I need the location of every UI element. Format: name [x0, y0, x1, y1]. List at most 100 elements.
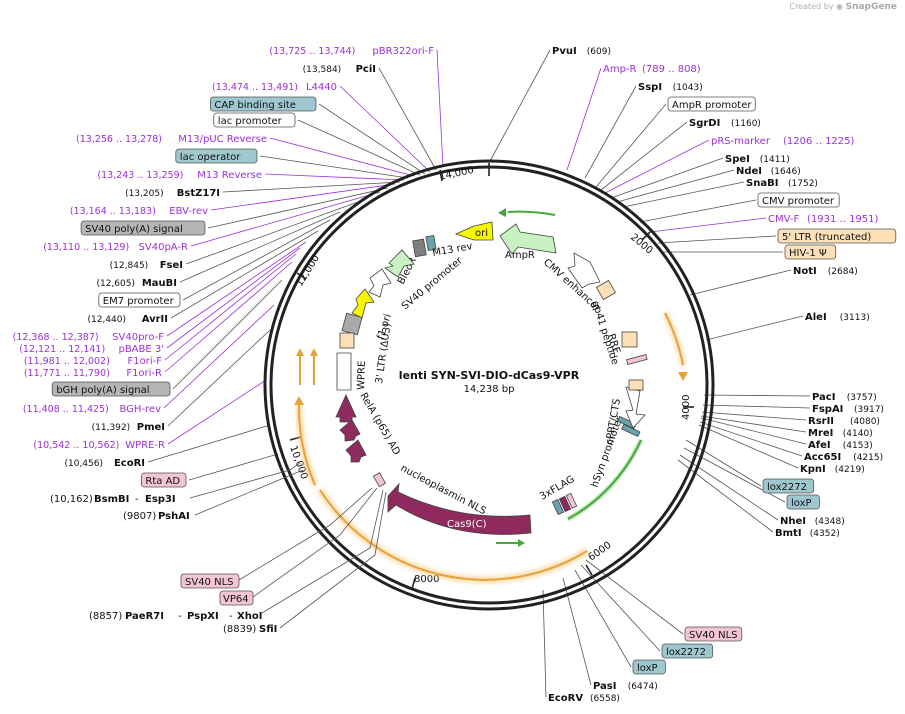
left-label-f1ori-r-19: F1ori-R (11,771 .. 11,790): [24, 368, 162, 379]
label-position: (13,243 .. 13,259): [97, 170, 183, 181]
rela-label: RelA (p65) AD: [357, 391, 402, 457]
plasmid-name: lenti SYN-SVI-DIO-dCas9-VPR: [399, 369, 580, 382]
label-position: (1411): [760, 155, 790, 165]
tick-4000-label: 4000: [681, 395, 692, 420]
flag-maroon-box: [558, 495, 572, 513]
leader-line: [167, 379, 267, 445]
leader-line: [167, 329, 271, 427]
label-position: (12,368 .. 12,387): [13, 332, 99, 343]
label-name: NheI: [780, 516, 806, 527]
leader-line: [182, 219, 331, 301]
leader-line: [179, 211, 341, 283]
vp64-box: [219, 590, 254, 606]
left-label-m13-reverse-7: M13 Reverse (13,243 .. 13,259): [97, 170, 262, 181]
label-name: F1ori-R: [126, 368, 162, 379]
right-label-cmv-f-10: CMV-F(1931 .. 1951): [768, 214, 879, 225]
left-label-lac-operator-6: lac operator: [175, 148, 258, 164]
label-name: KpnI: [800, 464, 826, 475]
label-position: (13,474 .. 13,491): [212, 82, 298, 93]
label-name: MauBI: [142, 278, 177, 289]
wpre-label: WPRE: [356, 361, 368, 391]
left-label-ebv-rev-9: EBV-rev(13,164 .. 13,183): [70, 206, 208, 217]
label-position: (4153): [843, 441, 873, 451]
right-label-5-ltr-truncated-11: 5' LTR (truncated): [777, 228, 897, 244]
cmv-white-arrow: [567, 252, 601, 289]
leader-line: [657, 235, 777, 244]
orange-small-arrowhead-2: [310, 348, 318, 356]
label-position: (12,605): [96, 279, 135, 289]
snapgene-credit: Created by ◉ SnapGene: [789, 2, 897, 12]
leader-line: [705, 315, 804, 341]
leader-line: [166, 241, 307, 337]
label-text: Rta AD: [145, 476, 180, 487]
left-label-bgh-rev-21: BGH-rev(11,408 .. 11,425): [23, 404, 161, 415]
label-position: (3757): [847, 393, 877, 403]
rta-pink-box: [372, 472, 387, 488]
label-position: (11,392): [92, 423, 131, 433]
label-text: lox2272: [767, 482, 807, 493]
label-position: (11,408 .. 11,425): [23, 404, 109, 415]
label-position: (12,121 .. 12,141): [19, 344, 105, 355]
label-box: [661, 643, 714, 659]
label-name: pRS-marker: [711, 136, 771, 147]
coordinate-ticks: [289, 163, 694, 590]
right-label-lox2272-27: lox2272: [661, 643, 714, 659]
sfii-name: SfiI: [259, 624, 277, 635]
leader-line: [188, 453, 279, 481]
right-label-ampr-promoter-3: AmpR promoter: [667, 96, 756, 112]
label-position: (1206 .. 1225): [783, 136, 855, 147]
label-position: (789 .. 808): [642, 64, 701, 75]
esp3i-name: Esp3I: [145, 494, 176, 505]
hsyn-white-arrow: [625, 386, 646, 429]
right-label-fspai-16: FspAI(3917): [812, 404, 884, 415]
right-label-amp-r-1: Amp-R(789 .. 808): [603, 64, 701, 75]
label-name: SpeI: [725, 154, 750, 165]
leader-line: [164, 261, 293, 373]
label-position: (11,771 .. 11,790): [24, 368, 110, 379]
label-position: (13,110 .. 13,129): [43, 242, 129, 253]
leader-line: [339, 85, 431, 173]
leader-line: [677, 459, 774, 533]
cas9-label: Cas9(C): [447, 519, 487, 530]
bottom-left-labels: (10,162) BsmBI - Esp3I (9807) PshAI SV40…: [50, 494, 277, 635]
xhoi-name: XhoI: [237, 611, 262, 622]
orange-arc-upper-right: [664, 312, 684, 366]
right-label-sv40-nls-26: SV40 NLS: [684, 626, 743, 642]
leader-line: [190, 191, 381, 247]
ltr-peach-box: [339, 332, 355, 349]
leader-line: [378, 67, 437, 171]
right-label-cmv-promoter-9: CMV promoter: [757, 192, 840, 208]
label-position: (13,584): [303, 65, 342, 75]
label-name: M13 Reverse: [197, 170, 262, 181]
left-label-pcii-1: PciI(13,584): [303, 64, 376, 75]
label-text: AmpR promoter: [672, 100, 752, 111]
label-text: bGH poly(A) signal: [56, 385, 149, 396]
ori-arrow: [454, 221, 494, 241]
label-box: [777, 228, 897, 244]
label-name: NdeI: [736, 166, 762, 177]
leader-line: [700, 417, 807, 445]
label-text: lox2272: [666, 647, 706, 658]
label-name: AvrII: [142, 314, 168, 325]
label-position: (1931 .. 1951): [807, 214, 879, 225]
right-label-ecorv-30: EcoRV(6558): [548, 693, 620, 704]
label-box: [209, 96, 317, 112]
pshai-pos: (9807): [123, 511, 156, 522]
right-label-loxp-28: loxP: [632, 659, 666, 675]
label-name: AfeI: [808, 440, 831, 451]
label-position: (12,845): [110, 261, 149, 271]
label-name: PmeI: [137, 422, 165, 433]
leader-line: [259, 155, 409, 179]
label-position: (12,440): [87, 315, 126, 325]
label-name: BmtI: [775, 528, 802, 539]
left-feature-labels: pBR322ori-F(13,725 .. 13,744)PciI(13,584…: [13, 46, 434, 488]
right-label-hiv-1-12: HIV-1 Ψ: [784, 244, 837, 260]
label-position: (13,164 .. 13,183): [70, 206, 156, 217]
right-label-prs-marker-5: pRS-marker (1206 .. 1225): [711, 136, 855, 147]
pspxi-name: PspXI: [187, 611, 219, 622]
green-small-arrowhead: [518, 539, 525, 547]
right-label-loxp-23: loxP: [786, 494, 820, 510]
leader-line: [488, 49, 551, 164]
green-arc-top-arrowhead: [498, 208, 506, 217]
